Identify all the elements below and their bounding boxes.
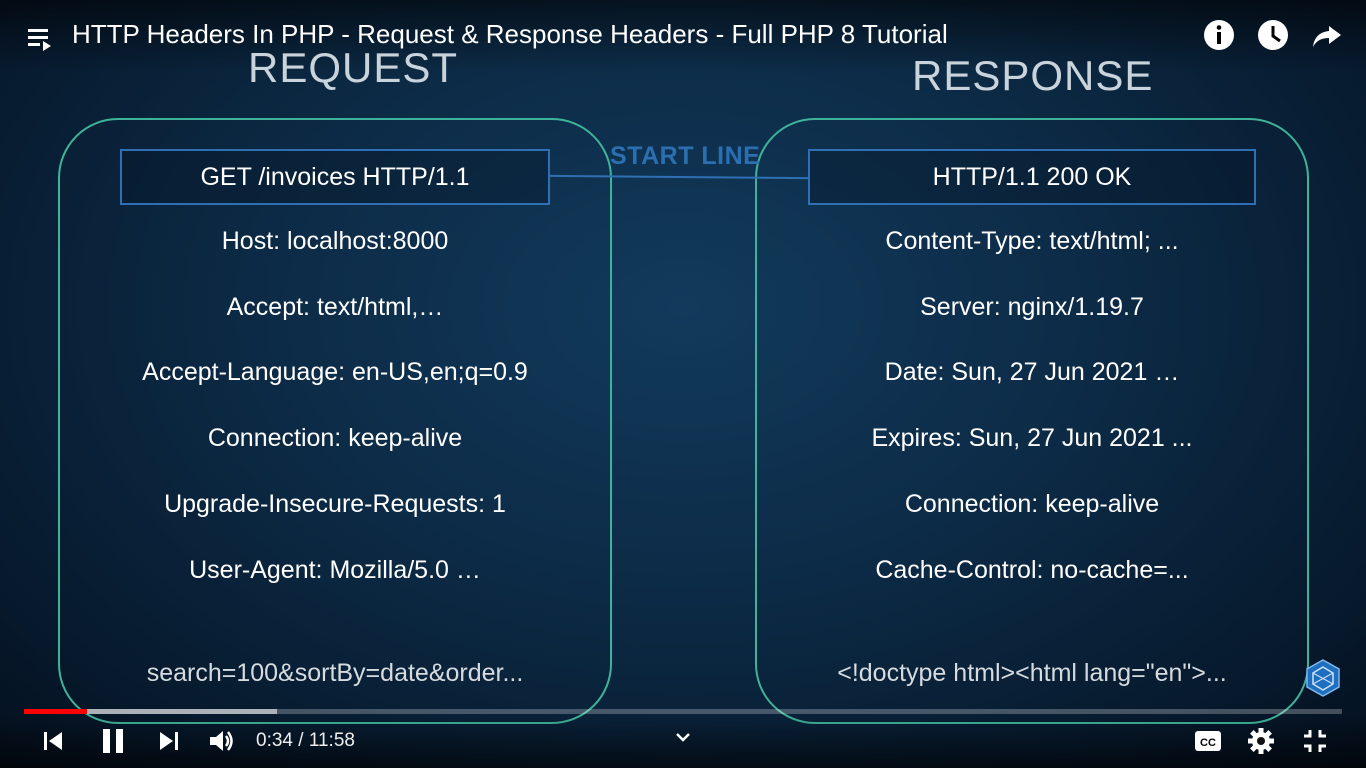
pause-icon[interactable] <box>100 727 126 755</box>
response-header-line: Expires: Sun, 27 Jun 2021 ... <box>871 424 1193 452</box>
response-header-line: Server: nginx/1.19.7 <box>920 293 1144 321</box>
progress-buffered <box>24 709 278 714</box>
response-heading: RESPONSE <box>912 52 1154 99</box>
duration: 11:58 <box>308 730 355 751</box>
playlist-icon[interactable] <box>26 26 54 52</box>
chevron-down-icon[interactable] <box>674 730 692 744</box>
request-header-line: Upgrade-Insecure-Requests: 1 <box>164 490 506 518</box>
response-header-line: Connection: keep-alive <box>904 490 1160 518</box>
request-header-line: Accept-Language: en-US,en;q=0.9 <box>142 358 528 386</box>
request-start-line: GET /invoices HTTP/1.1 <box>120 149 550 205</box>
settings-icon[interactable] <box>1247 727 1275 755</box>
channel-logo-icon[interactable] <box>1305 659 1341 697</box>
current-time: 0:34 <box>256 730 293 751</box>
response-panel <box>755 118 1309 724</box>
progress-bar[interactable] <box>24 709 1342 714</box>
top-bar: HTTP Headers In PHP - Request & Response… <box>0 0 1366 72</box>
request-heading: REQUEST <box>248 44 459 91</box>
progress-played <box>24 709 88 714</box>
next-icon[interactable] <box>158 730 180 752</box>
previous-icon[interactable] <box>42 730 64 752</box>
response-body: <!doctype html><html lang="en">... <box>837 659 1227 687</box>
exit-fullscreen-icon[interactable] <box>1302 728 1328 754</box>
time-display: 0:34 / 11:58 <box>256 730 355 752</box>
share-icon[interactable] <box>1310 18 1344 52</box>
request-header-line: User-Agent: Mozilla/5.0 … <box>189 556 481 584</box>
start-line-label: START LINE <box>610 142 761 170</box>
watch-later-icon[interactable] <box>1256 18 1290 52</box>
response-header-line: Date: Sun, 27 Jun 2021 … <box>884 358 1180 386</box>
response-header-line: Content-Type: text/html; ... <box>885 227 1179 255</box>
response-start-line: HTTP/1.1 200 OK <box>808 149 1256 205</box>
volume-icon[interactable] <box>208 728 236 754</box>
video-title[interactable]: HTTP Headers In PHP - Request & Response… <box>72 19 948 49</box>
info-icon[interactable] <box>1202 18 1236 52</box>
request-body: search=100&sortBy=date&order... <box>146 659 524 687</box>
request-header-line: Host: localhost:8000 <box>221 227 449 255</box>
request-header-line: Accept: text/html,… <box>226 293 444 321</box>
request-header-line: Connection: keep-alive <box>207 424 463 452</box>
response-header-line: Cache-Control: no-cache=... <box>875 556 1189 584</box>
time-separator: / <box>292 730 309 751</box>
request-panel <box>58 118 612 724</box>
captions-icon[interactable]: CC <box>1194 729 1222 753</box>
svg-text:CC: CC <box>1200 737 1216 749</box>
